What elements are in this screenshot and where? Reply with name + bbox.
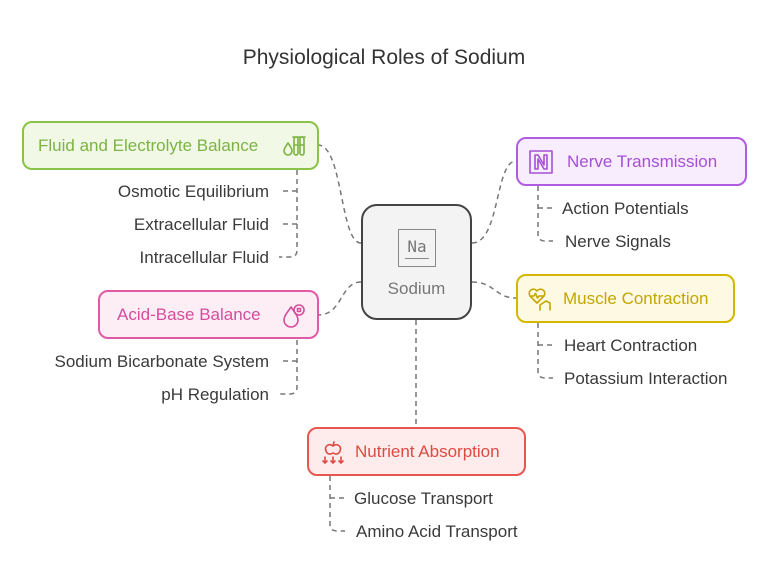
node-label: Fluid and Electrolyte Balance <box>38 135 259 155</box>
connector-acid-items <box>279 340 298 395</box>
list-item: Extracellular Fluid <box>133 215 269 234</box>
center-node-sodium[interactable]: Na Sodium <box>361 204 472 320</box>
node-label: Acid-Base Balance <box>117 304 261 324</box>
list-item: Glucose Transport <box>354 489 493 508</box>
node-acid-base-balance[interactable]: Acid-Base Balance <box>98 290 319 339</box>
list-item: Osmotic Equilibrium <box>117 182 269 201</box>
list-item: Action Potentials <box>562 199 689 218</box>
connector-nerve-items <box>537 186 553 242</box>
connector-acid <box>317 281 362 316</box>
list-item: Intracellular Fluid <box>139 248 269 267</box>
connector-fluid <box>317 144 362 244</box>
sodium-symbol: Na <box>407 237 427 256</box>
list-item: Sodium Bicarbonate System <box>54 352 270 371</box>
node-label: Nutrient Absorption <box>355 441 500 461</box>
node-fluid-electrolyte-balance[interactable]: Fluid and Electrolyte Balance <box>22 121 319 170</box>
node-nutrient-absorption[interactable]: Nutrient Absorption <box>307 427 526 476</box>
test-tubes-droplet-icon <box>283 136 306 156</box>
node-nerve-transmission[interactable]: Nerve Transmission <box>516 137 747 186</box>
node-label: Muscle Contraction <box>563 288 709 308</box>
connector-muscle-items <box>537 323 553 379</box>
list-item: Potassium Interaction <box>564 369 728 388</box>
sodium-element-icon: Na <box>398 229 436 267</box>
node-muscle-contraction[interactable]: Muscle Contraction <box>516 274 735 323</box>
n-letter-icon <box>529 150 553 174</box>
heart-hand-icon <box>528 288 551 311</box>
droplet-icon <box>283 304 305 328</box>
list-item: pH Regulation <box>161 385 269 404</box>
list-item: Amino Acid Transport <box>356 522 518 541</box>
connector-muscle <box>471 281 517 299</box>
connector-nutrient-items <box>329 476 345 532</box>
nutrient-absorb-icon <box>322 441 344 464</box>
center-label: Sodium <box>387 279 446 298</box>
node-label: Nerve Transmission <box>567 151 718 171</box>
connector-nerve <box>471 160 517 244</box>
diagram-title: Physiological Roles of Sodium <box>242 46 526 69</box>
connector-fluid-items <box>279 170 298 258</box>
list-item: Nerve Signals <box>565 232 671 251</box>
list-item: Heart Contraction <box>564 336 698 355</box>
